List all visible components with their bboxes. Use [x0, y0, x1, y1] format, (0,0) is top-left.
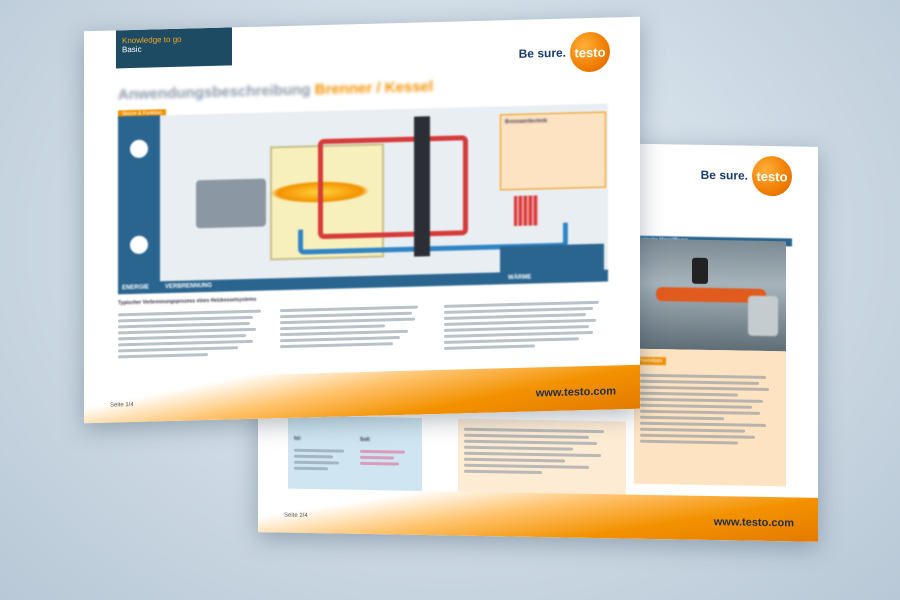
title-accent: Brenner / Kessel: [314, 78, 434, 99]
footer-url: www.testo.com: [713, 516, 794, 530]
energy-strip: [118, 115, 160, 295]
info-note: Brennwerttechnik: [500, 111, 606, 191]
testo-logo-icon: testo: [570, 31, 610, 73]
testo-logo: Be sure. testo: [518, 31, 610, 74]
testo-logo: Be sure. testo: [701, 155, 792, 197]
burner-fan: [196, 178, 266, 229]
target-label: Soll:: [360, 436, 371, 444]
text-column-1: [118, 306, 268, 361]
page-number: Seite 2/4: [284, 512, 308, 519]
testo-logo-icon: testo: [752, 155, 792, 197]
target-values: [360, 447, 416, 469]
tips-text: [634, 367, 786, 453]
hot-water-pipe: [318, 135, 468, 240]
slogan: Be sure.: [518, 45, 566, 61]
slogan: Be sure.: [700, 167, 748, 183]
notes-box: [458, 418, 626, 497]
page-number: Seite 1/4: [110, 401, 134, 409]
legend-combustion: VERBRENNUNG: [165, 282, 213, 291]
tips-box: Praxistipps: [634, 348, 786, 487]
title-main: Anwendungsbeschreibung: [118, 81, 311, 104]
heating-system-diagram: Brennwerttechnik ENERGIE VERBRENNUNG WÄR…: [118, 103, 608, 295]
footer-url: www.testo.com: [535, 385, 616, 400]
notes-text: [458, 419, 626, 485]
badge-subtitle: Basic: [122, 44, 142, 55]
text-column-3: [444, 298, 609, 353]
actual-label: Ist:: [294, 435, 302, 442]
oil-icon: [130, 139, 148, 159]
gas-icon: [130, 235, 148, 255]
footer-band: [258, 488, 818, 542]
front-document-page: Knowledge to go Basic Be sure. testo Anw…: [84, 16, 640, 424]
page-title: Anwendungsbeschreibung Brenner / Kessel: [118, 78, 433, 103]
measurement-photo: [636, 238, 786, 352]
chimney: [414, 116, 430, 257]
diagram-legend: ENERGIE VERBRENNUNG WÄRME: [118, 269, 608, 295]
info-note-title: Brennwerttechnik: [505, 118, 548, 126]
text-column-2: [280, 302, 430, 351]
text-heading: Typischer Verbrennungsprozess eines Heiz…: [118, 296, 257, 307]
radiator-icon: [514, 195, 538, 227]
legend-energy: ENERGIE: [122, 284, 150, 292]
values-table: Ist: Soll:: [288, 415, 422, 493]
legend-heat: WÄRME: [508, 274, 532, 282]
actual-values: [294, 446, 350, 474]
knowledge-badge: Knowledge to go Basic: [116, 27, 232, 69]
